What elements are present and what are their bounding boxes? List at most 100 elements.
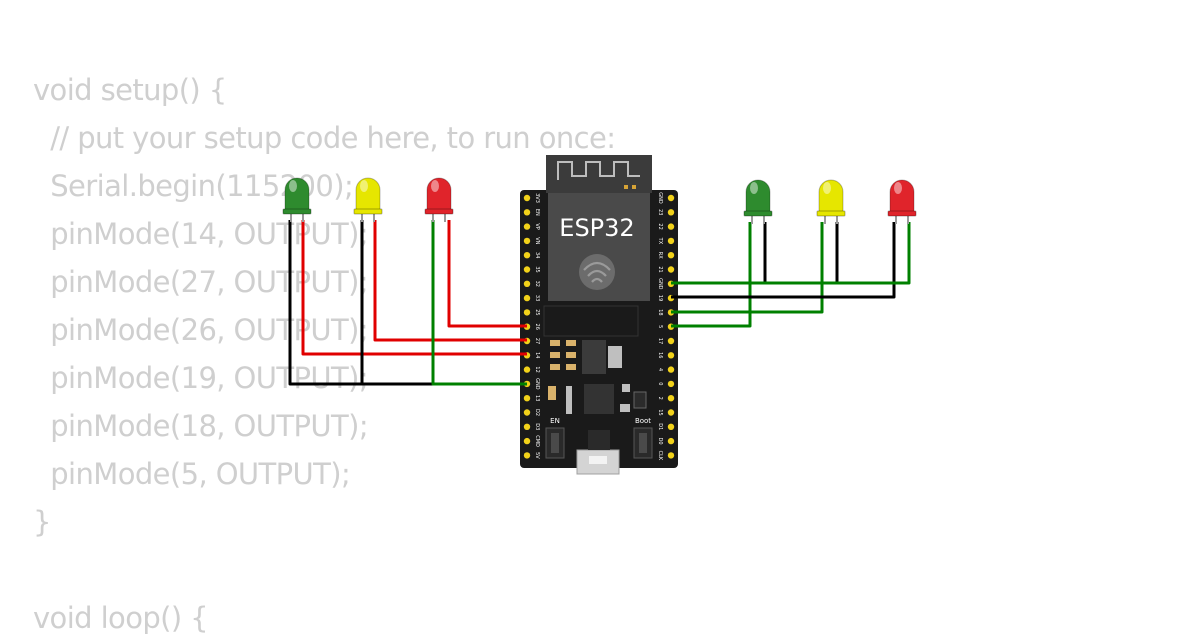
right-pin-4[interactable] [667, 366, 675, 373]
left-pin-3V3[interactable] [523, 194, 531, 202]
right-pin-17[interactable] [667, 337, 675, 345]
antenna-trace [557, 161, 640, 180]
right-pin-label: GND [657, 192, 663, 204]
left-pin-label: 13 [534, 395, 540, 401]
wire-right-green-anode [671, 222, 752, 328]
right-pin-22[interactable] [667, 223, 675, 230]
right-pin-2[interactable] [667, 395, 675, 402]
left-pin-label: CMD [534, 435, 540, 447]
right-pin-label: RX [657, 252, 663, 259]
wire-left-yellow-cathode [360, 220, 527, 386]
left-pin-CMD[interactable] [523, 437, 531, 445]
wire-right-red-anode [671, 222, 911, 285]
esp32-board[interactable]: ESP32 EN Boot 3V3ENVPVN34353233252627141… [520, 155, 678, 475]
code-editor-text: void setup() { // put your setup code he… [33, 66, 616, 642]
left-pin-33[interactable] [523, 294, 531, 302]
left-pin-label: 34 [534, 252, 540, 258]
right-pin-label: GND [657, 278, 663, 290]
right-pin-label: 19 [657, 295, 663, 301]
right-pin-15[interactable] [667, 409, 675, 416]
code-line: // put your setup code here, to run once… [33, 121, 616, 155]
wire-left-green-anode [301, 220, 527, 356]
wire-right-yellow-anode [671, 222, 824, 314]
right-pin-label: 0 [657, 382, 663, 385]
code-line: pinMode(26, OUTPUT); [33, 313, 369, 347]
right-pin-RX[interactable] [667, 252, 675, 259]
right-pin-label: 21 [657, 266, 663, 272]
left-pin-label: 12 [534, 366, 540, 372]
right-pin-CLK[interactable] [667, 452, 675, 459]
left-pin-label: 27 [534, 338, 540, 344]
led-left-yellow[interactable] [353, 177, 383, 222]
right-pin-label: 18 [657, 309, 663, 315]
boot-button-label: Boot [635, 417, 651, 425]
left-pin-5V[interactable] [523, 452, 531, 459]
left-pin-25[interactable] [523, 309, 531, 316]
right-pin-0[interactable] [667, 380, 675, 388]
right-pin-label: 4 [657, 368, 663, 371]
right-pin-23[interactable] [667, 209, 675, 216]
en-button-label: EN [550, 417, 560, 425]
left-pin-label: 26 [534, 324, 540, 330]
left-pin-D3[interactable] [523, 423, 531, 430]
right-pin-label: 17 [657, 338, 663, 344]
right-pin-label: 22 [657, 223, 663, 229]
led-group [282, 177, 917, 224]
led-left-red[interactable] [424, 177, 454, 222]
left-pin-label: 33 [534, 295, 540, 301]
right-pin-label: 15 [657, 409, 663, 415]
left-pin-12[interactable] [523, 366, 531, 373]
led-right-red[interactable] [887, 179, 917, 224]
right-pin-label: 16 [657, 352, 663, 358]
left-pin-label: 32 [534, 281, 540, 287]
code-line: pinMode(14, OUTPUT); [33, 217, 369, 251]
right-pin-TX[interactable] [667, 237, 675, 245]
right-pin-label: 2 [657, 397, 663, 400]
right-pin-label: D1 [657, 423, 663, 430]
left-pin-VN[interactable] [523, 237, 531, 245]
left-pin-label: 14 [534, 352, 540, 358]
left-pin-label: VP [534, 223, 540, 229]
left-pin-32[interactable] [523, 280, 531, 287]
right-pin-label: 23 [657, 209, 663, 215]
left-pin-VP[interactable] [523, 223, 531, 230]
right-pin-21[interactable] [667, 266, 675, 273]
left-pin-label: 5V [534, 452, 540, 459]
code-line: pinMode(19, OUTPUT); [33, 361, 369, 395]
code-line: } [33, 505, 51, 539]
left-pin-header: 3V3ENVPVN343532332526271412GND13D2D3CMD5… [523, 193, 540, 459]
led-right-green[interactable] [743, 179, 773, 224]
code-line: void loop() { [33, 601, 209, 635]
wires [288, 220, 911, 386]
left-pin-label: 35 [534, 266, 540, 272]
wire-left-red-gnd [431, 220, 527, 386]
right-pin-16[interactable] [667, 352, 675, 359]
left-pin-label: VN [534, 237, 540, 244]
left-pin-label: D3 [534, 423, 540, 430]
right-pin-D0[interactable] [667, 437, 675, 445]
right-pin-D1[interactable] [667, 423, 675, 430]
left-pin-label: 25 [534, 309, 540, 315]
right-pin-GND[interactable] [667, 194, 675, 202]
left-pin-EN[interactable] [523, 209, 531, 216]
led-right-yellow[interactable] [816, 179, 846, 224]
left-pin-13[interactable] [523, 395, 531, 402]
left-pin-D2[interactable] [523, 409, 531, 416]
left-pin-label: GND [534, 378, 540, 390]
board-label: ESP32 [559, 214, 634, 242]
right-pin-label: TX [657, 237, 663, 245]
left-pin-label: D2 [534, 409, 540, 416]
left-pin-label: 3V3 [534, 193, 540, 203]
wire-left-red-anode [447, 220, 527, 328]
code-line: pinMode(27, OUTPUT); [33, 265, 369, 299]
wire-right-red-cathode [671, 222, 896, 299]
code-line: pinMode(18, OUTPUT); [33, 409, 369, 443]
right-pin-label: CLK [657, 451, 663, 461]
right-pin-label: D0 [657, 438, 663, 445]
led-left-green[interactable] [282, 177, 312, 222]
left-pin-34[interactable] [523, 252, 531, 259]
left-pin-35[interactable] [523, 266, 531, 273]
wire-right-yellow-cathode [671, 222, 839, 285]
code-line: pinMode(5, OUTPUT); [33, 457, 351, 491]
